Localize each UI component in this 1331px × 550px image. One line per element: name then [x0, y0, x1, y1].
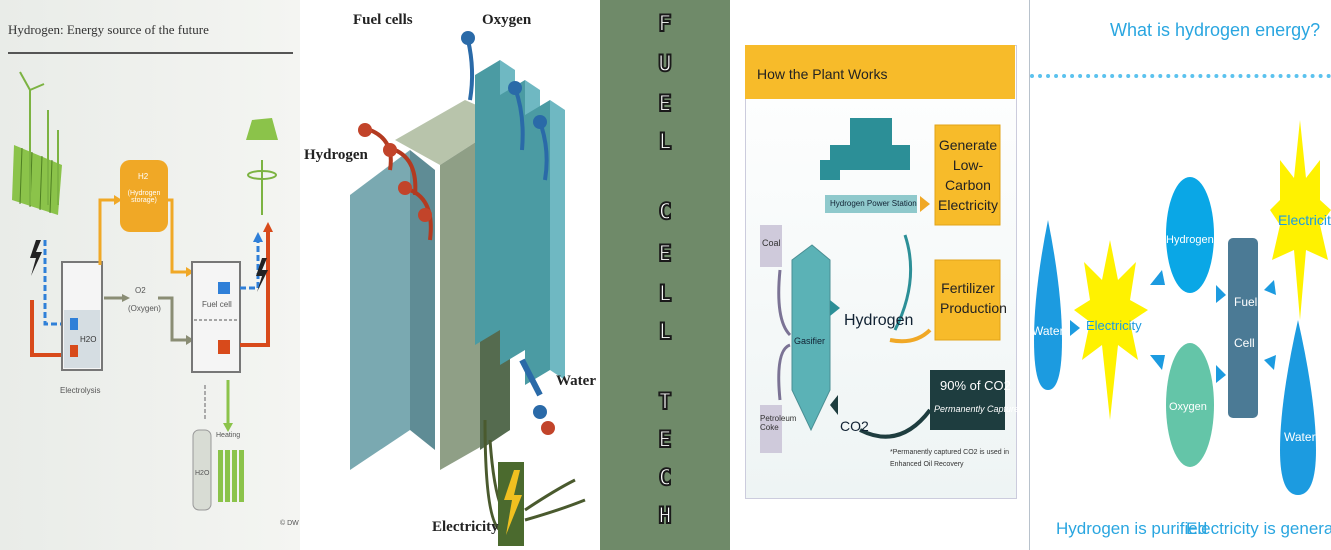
plant-header-bar	[745, 45, 1015, 99]
water-drop-icon-right	[1280, 320, 1316, 495]
electricity-burst-icon-right	[1270, 120, 1331, 320]
lightning-icon-right	[256, 258, 268, 292]
fuel-cell-block	[1228, 238, 1258, 418]
oxygen-circle	[1166, 343, 1214, 467]
captured-box	[930, 370, 1005, 430]
gasifier-vessel	[791, 244, 831, 432]
oxygen-label-p2: Oxygen	[482, 12, 532, 28]
electricity-in-label: Electricity	[1086, 318, 1142, 333]
gasifier-label: Gasifier	[794, 336, 826, 346]
plant-flow-diagram	[760, 118, 1005, 453]
hydrogen-label-p4: Hydrogen	[844, 312, 914, 329]
hydrogen-circle-label: Hydrogen	[1166, 234, 1214, 246]
captured-percent-label: 90% of CO2	[940, 378, 1011, 393]
water-in-label: Water	[1032, 324, 1064, 338]
generate-label: Generate Low-Carbon Electricity	[938, 137, 998, 213]
electricity-label-p2: Electricity	[432, 519, 499, 535]
dotted-divider	[1030, 74, 1331, 78]
power-station-label: Hydrogen Power Station	[830, 199, 917, 208]
fuel-cell-stack-diagram	[350, 31, 586, 546]
electricity-out-label: Electricity	[1278, 212, 1331, 228]
hydrogen-process-diagram	[1034, 120, 1331, 495]
caption-hydrogen-purified: Hydrogen is purified	[1056, 519, 1208, 538]
fuel-cell-label-2: Cell	[1234, 336, 1255, 350]
hydrogen-storage-label: (Hydrogen storage)	[127, 190, 161, 204]
title-letter: F	[657, 11, 672, 38]
title-letter: C	[657, 465, 672, 492]
water-drop-icon	[1034, 220, 1062, 390]
caption-electricity-generated: Electricity is generated	[1186, 519, 1331, 538]
hydrogen-circle	[1166, 177, 1214, 293]
hydrogen-label-p2: Hydrogen	[304, 147, 368, 163]
co2-label: CO2	[840, 418, 869, 434]
radiator-icon	[218, 450, 244, 502]
plant-header-title: How the Plant Works	[757, 66, 888, 82]
lightning-bolt-icon	[504, 470, 522, 535]
oxygen-circle-label: Oxygen	[1169, 401, 1207, 413]
fertilizer-label: Fertilizer Production	[940, 280, 1007, 316]
panel-hydrogen-energy-source: Hydrogen: Energy source of the future	[0, 0, 300, 550]
coal-label: Coal	[762, 238, 781, 248]
o2-label: O2	[135, 286, 146, 295]
title-letter: E	[657, 241, 672, 268]
oxygen-label: (Oxygen)	[128, 304, 161, 313]
title-letter: C	[657, 199, 672, 226]
fuel-cell-label: Fuel cell	[202, 300, 232, 309]
panel-what-is-hydrogen: What is hydrogen energy? Water Electrici…	[1030, 0, 1331, 550]
electricity-burst-icon	[1074, 240, 1148, 420]
water-arrow	[519, 358, 543, 397]
water-out-label: Water	[1284, 430, 1316, 444]
petroleum-label: Petroleum Coke	[760, 414, 797, 432]
title-letter: H	[657, 503, 672, 530]
footnote: *Permanently captured CO2 is used in Enh…	[890, 449, 1010, 468]
water-bottle-icon	[192, 429, 212, 511]
wind-turbine-icon	[19, 71, 59, 205]
water-label-p2: Water	[556, 373, 596, 389]
bottle-h2o-label: H2O	[195, 470, 210, 477]
panel-divider	[1029, 0, 1030, 550]
electrolysis-label: Electrolysis	[60, 386, 101, 395]
electricity-box	[498, 462, 524, 546]
panel-plant-works: How the Plant Works Hydrogen Power	[730, 0, 1030, 550]
title-underline	[8, 52, 293, 54]
h2o-label: H2O	[80, 335, 97, 344]
credit-label: © DW	[280, 520, 299, 527]
hydrogen-cycle-diagram	[12, 71, 278, 511]
title-letter: L	[657, 129, 672, 156]
lightning-icon	[30, 240, 42, 276]
hydrogen-storage-tank	[120, 160, 168, 232]
title-letter: E	[657, 91, 672, 118]
title-letter: E	[657, 427, 672, 454]
heating-label: Heating	[216, 432, 241, 439]
captured-sub-label: Permanently Captured*	[934, 404, 1028, 414]
panel1-title: Hydrogen: Energy source of the future	[8, 22, 209, 37]
wind-turbine-icon-right	[247, 160, 277, 215]
title-letter: L	[657, 319, 672, 346]
fuel-cell-unit	[191, 261, 241, 373]
title-letter: U	[657, 51, 672, 78]
panel-fuel-cell-illustration: Fuel cells Oxygen Hydrogen Water Electri…	[300, 0, 600, 550]
h2-label: H2	[138, 172, 149, 181]
car-icon	[246, 118, 278, 140]
solar-panel-icon	[12, 145, 62, 215]
title-letter: T	[657, 389, 672, 416]
panel-fuel-cell-tech: F U E L C E L L T E C H	[600, 0, 730, 550]
hydrogen-energy-title: What is hydrogen energy?	[1110, 20, 1321, 40]
power-station-icon	[820, 118, 910, 180]
title-letter: L	[657, 281, 672, 308]
fuel-cells-label: Fuel cells	[353, 12, 413, 28]
fuel-cell-label-1: Fuel	[1234, 295, 1258, 309]
